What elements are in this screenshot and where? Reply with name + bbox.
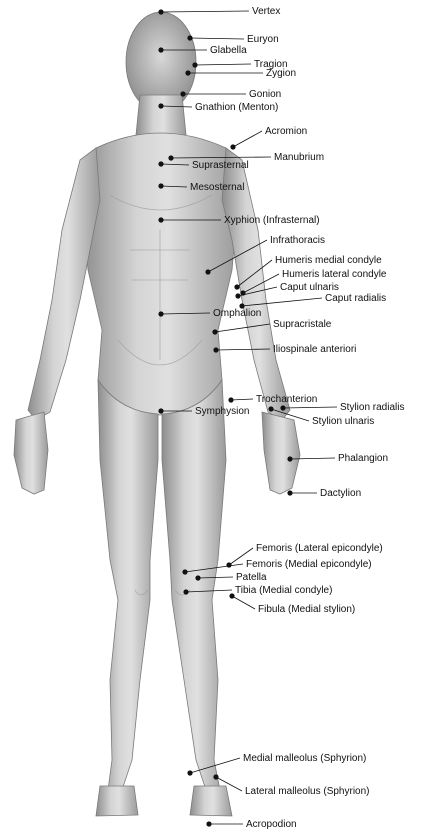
human-figure (14, 12, 300, 816)
landmark-label: Caput radialis (325, 293, 386, 304)
landmark-label: Phalangion (338, 453, 388, 464)
landmark-dot (235, 293, 240, 298)
landmark-label: Lateral malleolus (Sphyrion) (245, 786, 370, 797)
landmark-label: Mesosternal (190, 182, 244, 193)
leader-line (233, 131, 262, 147)
landmark-zygion: Zygion (185, 68, 296, 79)
landmark-label: Xyphion (Infrasternal) (224, 215, 320, 226)
landmark-label: Glabella (210, 45, 247, 56)
landmark-dot (268, 406, 273, 411)
landmark-dot (185, 70, 190, 75)
landmark-label: Infrathoracis (270, 235, 325, 246)
leader-line (190, 38, 244, 39)
landmark-label: Humeris lateral condyle (282, 269, 387, 280)
landmark-label: Supracristale (273, 319, 332, 330)
landmark-label: Stylion radialis (340, 402, 404, 413)
left-leg (162, 380, 226, 790)
right-arm (28, 148, 100, 420)
leader-line (195, 64, 251, 65)
landmark-lateral-malleolus: Lateral malleolus (Sphyrion) (213, 774, 369, 797)
landmark-dot (280, 405, 285, 410)
landmark-label: Humeris medial condyle (275, 255, 382, 266)
landmark-label: Femoris (Lateral epicondyle) (256, 543, 383, 554)
landmark-label: Gnathion (Menton) (195, 102, 278, 113)
landmark-dot (234, 284, 239, 289)
leader-line (232, 596, 255, 609)
landmark-label: Euryon (247, 34, 279, 45)
landmark-label: Iliospinale anteriori (273, 344, 356, 355)
landmark-dot (158, 47, 163, 52)
landmark-dot (287, 490, 292, 495)
leader-line (161, 11, 249, 12)
landmark-gonion: Gonion (180, 89, 281, 100)
landmark-dot (213, 347, 218, 352)
landmark-dot (226, 562, 231, 567)
landmark-dot (228, 397, 233, 402)
landmark-supracristale: Supracristale (212, 319, 331, 335)
landmark-dot (168, 155, 173, 160)
left-foot (190, 786, 232, 816)
landmark-label: Trochanterion (256, 394, 317, 405)
landmark-dot (180, 91, 185, 96)
landmark-dot (182, 569, 187, 574)
landmark-dactylion: Dactylion (287, 488, 361, 499)
landmark-label: Symphysion (195, 406, 249, 417)
landmark-dot (212, 329, 217, 334)
landmark-dot (206, 821, 211, 826)
landmark-acropodion: Acropodion (206, 819, 296, 830)
landmark-phalangion: Phalangion (287, 453, 388, 464)
right-leg (98, 380, 158, 790)
landmark-label: Vertex (252, 6, 280, 17)
landmark-label: Fibula (Medial stylion) (258, 604, 355, 615)
landmark-label: Manubrium (274, 152, 324, 163)
right-hand (14, 412, 48, 494)
landmark-fibula: Fibula (Medial stylion) (229, 593, 355, 615)
landmark-label: Femoris (Medial epicondyle) (246, 559, 372, 570)
neck (136, 95, 186, 135)
landmark-label: Medial malleolus (Sphyrion) (243, 753, 366, 764)
landmark-dot (158, 161, 163, 166)
landmark-vertex: Vertex (158, 6, 280, 17)
right-foot (96, 786, 138, 816)
landmark-dot (287, 456, 292, 461)
landmark-dot (158, 9, 163, 14)
landmark-label: Gonion (249, 89, 281, 100)
landmark-dot (205, 269, 210, 274)
landmark-trochanterion: Trochanterion (228, 394, 317, 405)
leader-line (283, 407, 337, 408)
landmark-dot (158, 408, 163, 413)
landmark-label: Tibia (Medial condyle) (235, 585, 332, 596)
landmark-dot (183, 589, 188, 594)
landmark-dot (229, 593, 234, 598)
left-hand (262, 412, 300, 494)
landmark-acromion: Acromion (230, 126, 307, 150)
landmark-label: Suprasternal (192, 160, 249, 171)
landmark-label: Acropodion (246, 819, 297, 830)
landmark-dot (213, 774, 218, 779)
leader-line (231, 399, 253, 400)
landmark-label: Omphalion (213, 308, 261, 319)
landmark-dot (158, 103, 163, 108)
landmark-label: Dactylion (320, 488, 361, 499)
landmark-label: Zygion (266, 68, 296, 79)
landmark-dot (158, 183, 163, 188)
landmark-dot (230, 144, 235, 149)
landmark-dot (158, 217, 163, 222)
landmark-dot (187, 35, 192, 40)
landmark-label: Stylion ulnaris (312, 416, 374, 427)
landmark-label: Caput ulnaris (280, 282, 339, 293)
landmark-label: Acromion (265, 126, 307, 137)
landmark-label: Patella (236, 572, 267, 583)
landmark-dot (192, 62, 197, 67)
landmark-dot (158, 311, 163, 316)
landmark-dot (195, 575, 200, 580)
landmark-iliospinale: Iliospinale anteriori (213, 344, 356, 355)
landmark-dot (187, 770, 192, 775)
landmark-euryon: Euryon (187, 34, 278, 45)
